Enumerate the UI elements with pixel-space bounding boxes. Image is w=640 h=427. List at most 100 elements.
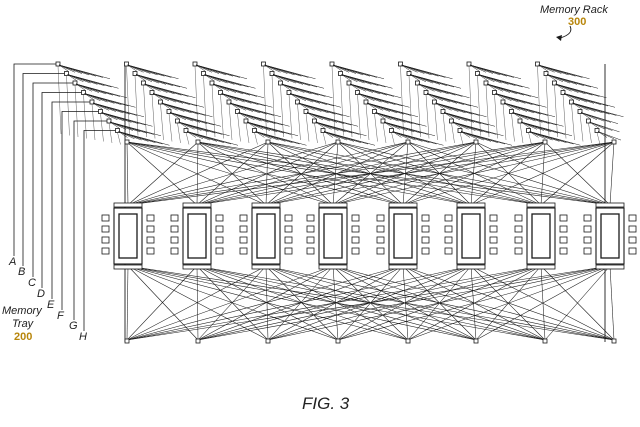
upper-link bbox=[127, 141, 199, 206]
tray-wire bbox=[478, 74, 530, 89]
tray-wire bbox=[135, 74, 188, 89]
lower-link bbox=[126, 265, 334, 341]
module-cap-bottom bbox=[526, 264, 556, 270]
module-slot-right bbox=[559, 225, 568, 233]
tray-wire bbox=[572, 102, 582, 110]
tray-drop bbox=[211, 84, 216, 138]
module-slot-left bbox=[583, 214, 592, 222]
module-slot-right bbox=[421, 214, 430, 222]
tray-wire bbox=[127, 64, 179, 80]
tray-wire bbox=[366, 102, 419, 118]
tray-wire bbox=[555, 83, 607, 99]
upper-link bbox=[126, 141, 334, 206]
module-slot-right bbox=[559, 214, 568, 222]
module-slot-left bbox=[239, 236, 248, 244]
lower-link bbox=[196, 265, 199, 341]
tray-drop bbox=[408, 75, 413, 136]
module-slot-right bbox=[559, 236, 568, 244]
module-cap-top bbox=[113, 202, 143, 208]
upper-link bbox=[127, 141, 477, 206]
tray-wire bbox=[323, 131, 376, 146]
tray-wire bbox=[204, 74, 214, 81]
module-slot-left bbox=[583, 236, 592, 244]
tray-drop bbox=[442, 113, 447, 142]
tray-wire bbox=[401, 64, 411, 72]
module-slot-left bbox=[101, 247, 110, 255]
tray-wire bbox=[589, 121, 599, 129]
module-slot-left bbox=[514, 247, 523, 255]
tray-drop bbox=[391, 132, 395, 145]
upper-link bbox=[470, 141, 615, 206]
bottom-nodes bbox=[124, 338, 617, 344]
module-slot-right bbox=[146, 214, 155, 222]
tray-drop bbox=[588, 122, 592, 144]
module-slot-right bbox=[215, 214, 224, 222]
tray-drop bbox=[579, 113, 584, 142]
tray-drop bbox=[126, 65, 130, 135]
lower-link bbox=[265, 265, 477, 341]
tray-drop bbox=[160, 103, 164, 141]
tray-label-line2: Tray bbox=[12, 318, 33, 330]
tray-drop bbox=[185, 132, 190, 145]
upper-link bbox=[127, 141, 409, 206]
tray-wire bbox=[178, 121, 188, 129]
tray-wire bbox=[597, 131, 622, 141]
column-node bbox=[611, 139, 617, 145]
tray-wire bbox=[478, 74, 488, 81]
rack-arrow-curve bbox=[559, 25, 572, 39]
module-slot-right bbox=[421, 236, 430, 244]
tray-wire bbox=[264, 64, 274, 72]
tray-wire bbox=[289, 93, 300, 100]
tray-wire bbox=[520, 121, 531, 129]
tray-wire bbox=[152, 93, 205, 108]
upper-link bbox=[197, 141, 334, 206]
tray-drop bbox=[494, 94, 498, 139]
module-slot-left bbox=[583, 225, 592, 233]
tray-wire bbox=[538, 64, 548, 72]
tray-drop bbox=[314, 122, 318, 144]
tray-ref: 200 bbox=[14, 331, 32, 343]
tray-drop bbox=[502, 103, 507, 141]
tray-wire bbox=[486, 83, 539, 99]
tray-leader bbox=[51, 101, 90, 299]
tray-wire bbox=[529, 131, 539, 138]
tray-drop bbox=[545, 75, 550, 136]
tray-wire bbox=[469, 64, 480, 72]
rack-ref: 300 bbox=[568, 16, 586, 28]
tray-leader bbox=[61, 111, 99, 310]
tray-wire bbox=[341, 74, 393, 89]
tray-drop bbox=[168, 113, 173, 142]
tray-drop bbox=[382, 122, 387, 144]
tray-wire bbox=[538, 64, 590, 80]
bottom-node bbox=[405, 338, 411, 344]
memory-module bbox=[101, 202, 155, 270]
module-slot-right bbox=[489, 225, 498, 233]
tray-drop bbox=[374, 113, 378, 142]
tray-drop bbox=[237, 113, 241, 142]
tray-wire bbox=[272, 74, 283, 81]
tray-drop bbox=[537, 65, 541, 135]
module-chip bbox=[256, 213, 276, 259]
tray-wire bbox=[306, 112, 317, 119]
module-cap-bottom bbox=[456, 264, 486, 270]
lower-link bbox=[127, 265, 339, 341]
tray-letter-h: H bbox=[79, 331, 87, 343]
rack-label: Memory Rack bbox=[540, 4, 608, 16]
memory-module bbox=[444, 202, 498, 270]
tray-wire bbox=[443, 112, 496, 127]
tray-wire bbox=[546, 74, 557, 81]
tray-drop bbox=[468, 65, 473, 135]
tray-wire bbox=[161, 102, 213, 118]
tray-drop bbox=[528, 132, 532, 145]
module-slot-left bbox=[514, 214, 523, 222]
tray-drop bbox=[511, 113, 515, 142]
rack-ref-number: 300 bbox=[568, 16, 587, 28]
upper-link bbox=[197, 141, 267, 206]
tray-drop bbox=[271, 75, 276, 136]
tray-wire bbox=[118, 131, 128, 138]
tray-wire bbox=[109, 121, 162, 137]
tray-wire bbox=[212, 83, 223, 91]
tray-wire bbox=[409, 74, 462, 89]
module-slot-left bbox=[239, 225, 248, 233]
tray-drop bbox=[562, 94, 567, 139]
